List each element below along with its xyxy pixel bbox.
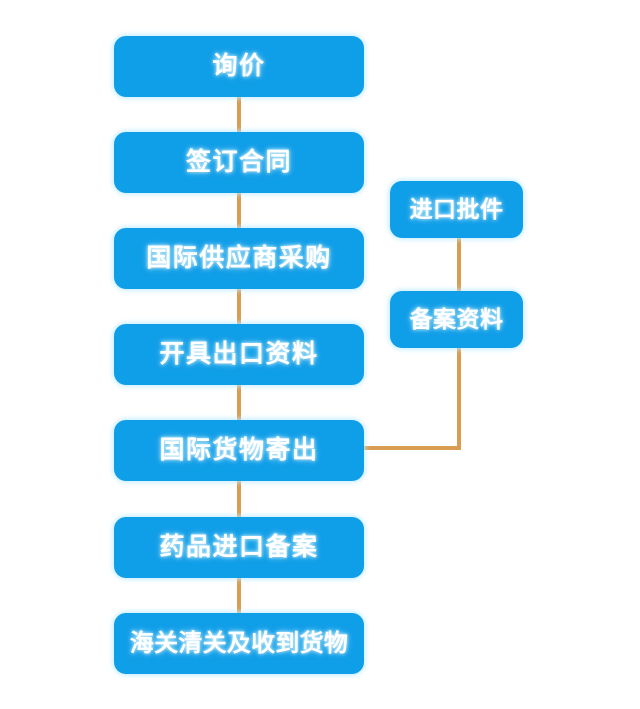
connector-record-docs-to-shipment xyxy=(362,348,461,450)
node-inquiry-label: 询价 xyxy=(212,52,266,80)
node-record-docs-label: 备案资料 xyxy=(409,306,504,332)
node-drug-filing-label: 药品进口备案 xyxy=(159,533,319,561)
node-drug-filing[interactable]: 药品进口备案 xyxy=(114,517,364,578)
node-export-docs-label: 开具出口资料 xyxy=(159,340,319,368)
node-import-permit[interactable]: 进口批件 xyxy=(390,181,523,238)
node-contract[interactable]: 签订合同 xyxy=(114,132,364,193)
node-customs[interactable]: 海关清关及收到货物 xyxy=(114,613,364,674)
node-customs-label: 海关清关及收到货物 xyxy=(129,629,349,657)
node-shipment[interactable]: 国际货物寄出 xyxy=(114,420,364,481)
node-export-docs[interactable]: 开具出口资料 xyxy=(114,324,364,385)
node-import-permit-label: 进口批件 xyxy=(409,196,504,222)
node-procurement-label: 国际供应商采购 xyxy=(146,244,332,272)
node-contract-label: 签订合同 xyxy=(185,148,292,176)
node-procurement[interactable]: 国际供应商采购 xyxy=(114,228,364,289)
node-shipment-label: 国际货物寄出 xyxy=(159,436,319,464)
node-record-docs[interactable]: 备案资料 xyxy=(390,291,523,348)
node-inquiry[interactable]: 询价 xyxy=(114,36,364,97)
